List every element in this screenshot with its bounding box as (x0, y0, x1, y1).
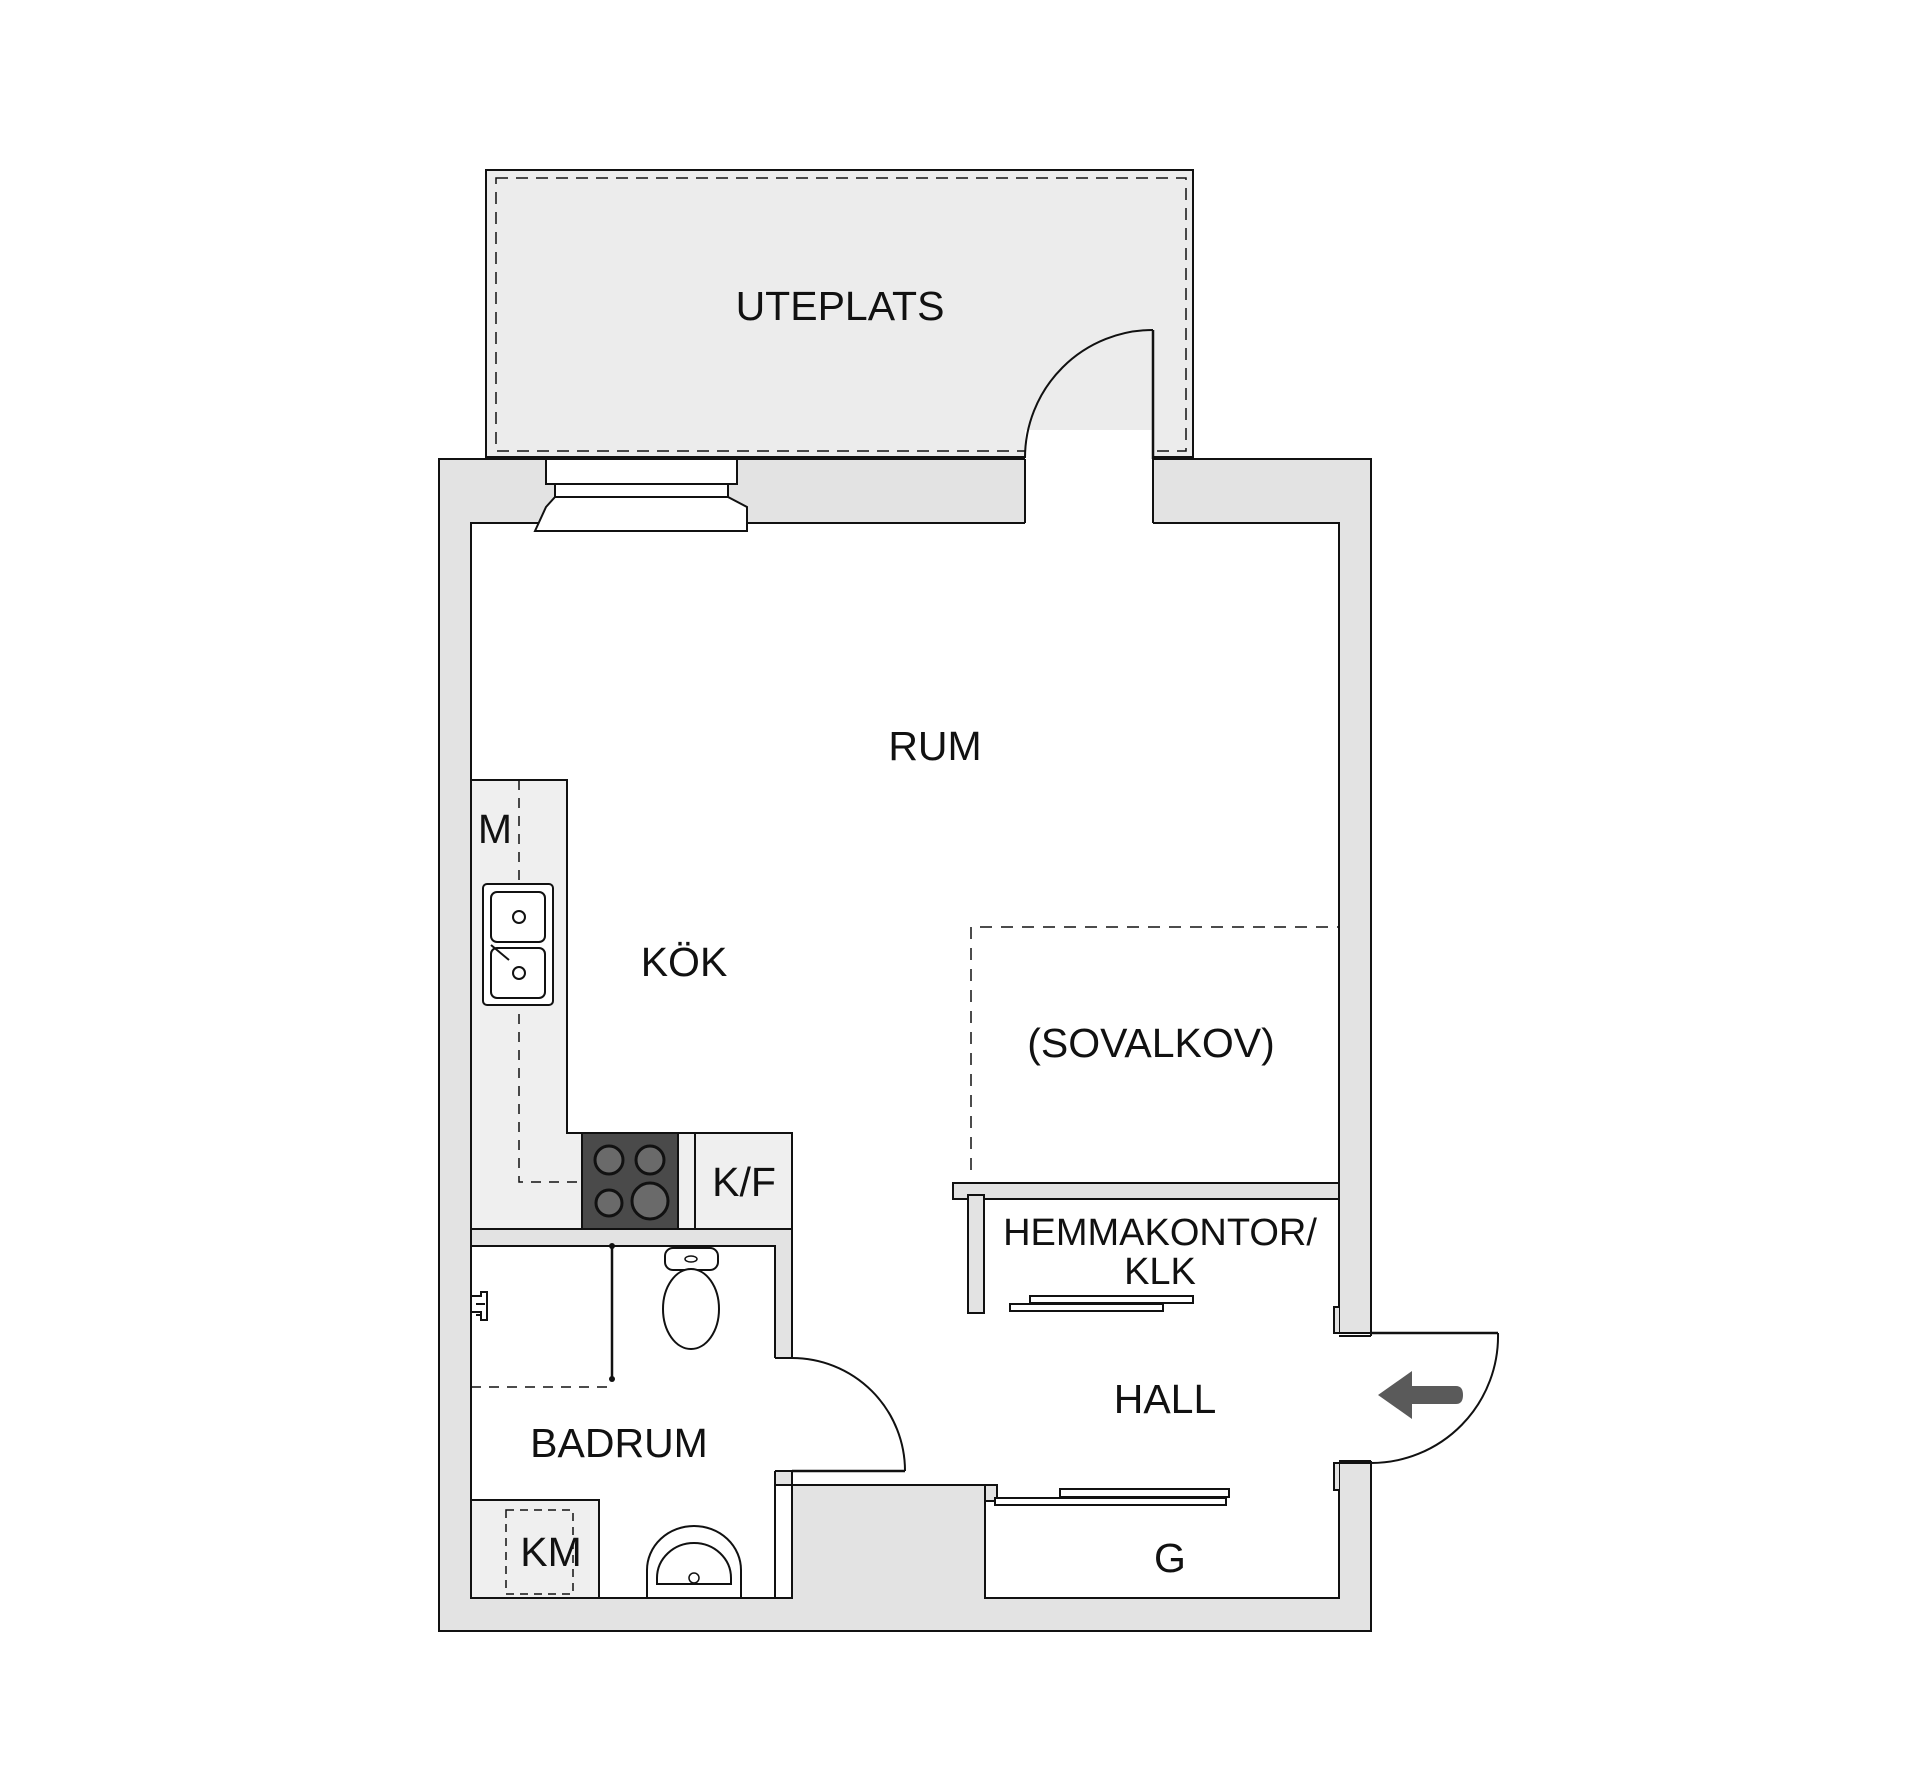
fixture-label-washer: KM (520, 1529, 582, 1575)
room-label-uteplats: UTEPLATS (736, 283, 945, 329)
bathroom-door (773, 1357, 906, 1473)
home-office-walls (952, 1182, 1340, 1314)
fixture-label-microwave: M (478, 806, 512, 852)
room-label-badrum: BADRUM (530, 1420, 708, 1466)
sleeping-alcove-outline (970, 926, 1339, 1170)
window (533, 458, 748, 532)
terrace-door (1024, 329, 1155, 524)
wardrobe-walls (984, 1484, 1230, 1598)
room-label-garderob: G (1154, 1535, 1186, 1581)
room-label-klk: KLK (1124, 1251, 1196, 1293)
room-label-hemmakontor: HEMMAKONTOR/ (1003, 1212, 1317, 1254)
shower (470, 1243, 615, 1388)
room-label-kok: KÖK (641, 939, 728, 985)
wash-basin (646, 1525, 742, 1599)
stove (581, 1132, 679, 1230)
toilet (662, 1247, 720, 1350)
terrace (485, 169, 1194, 458)
fixture-label-fridge: K/F (712, 1159, 776, 1205)
sink (482, 883, 554, 1006)
room-label-rum: RUM (888, 723, 981, 769)
entrance-door (1333, 1306, 1500, 1491)
washing-machine (470, 1499, 600, 1599)
room-label-hall: HALL (1114, 1376, 1217, 1422)
entrance-arrow-icon (1378, 1371, 1463, 1419)
room-label-sovalkov: (SOVALKOV) (1027, 1020, 1275, 1066)
